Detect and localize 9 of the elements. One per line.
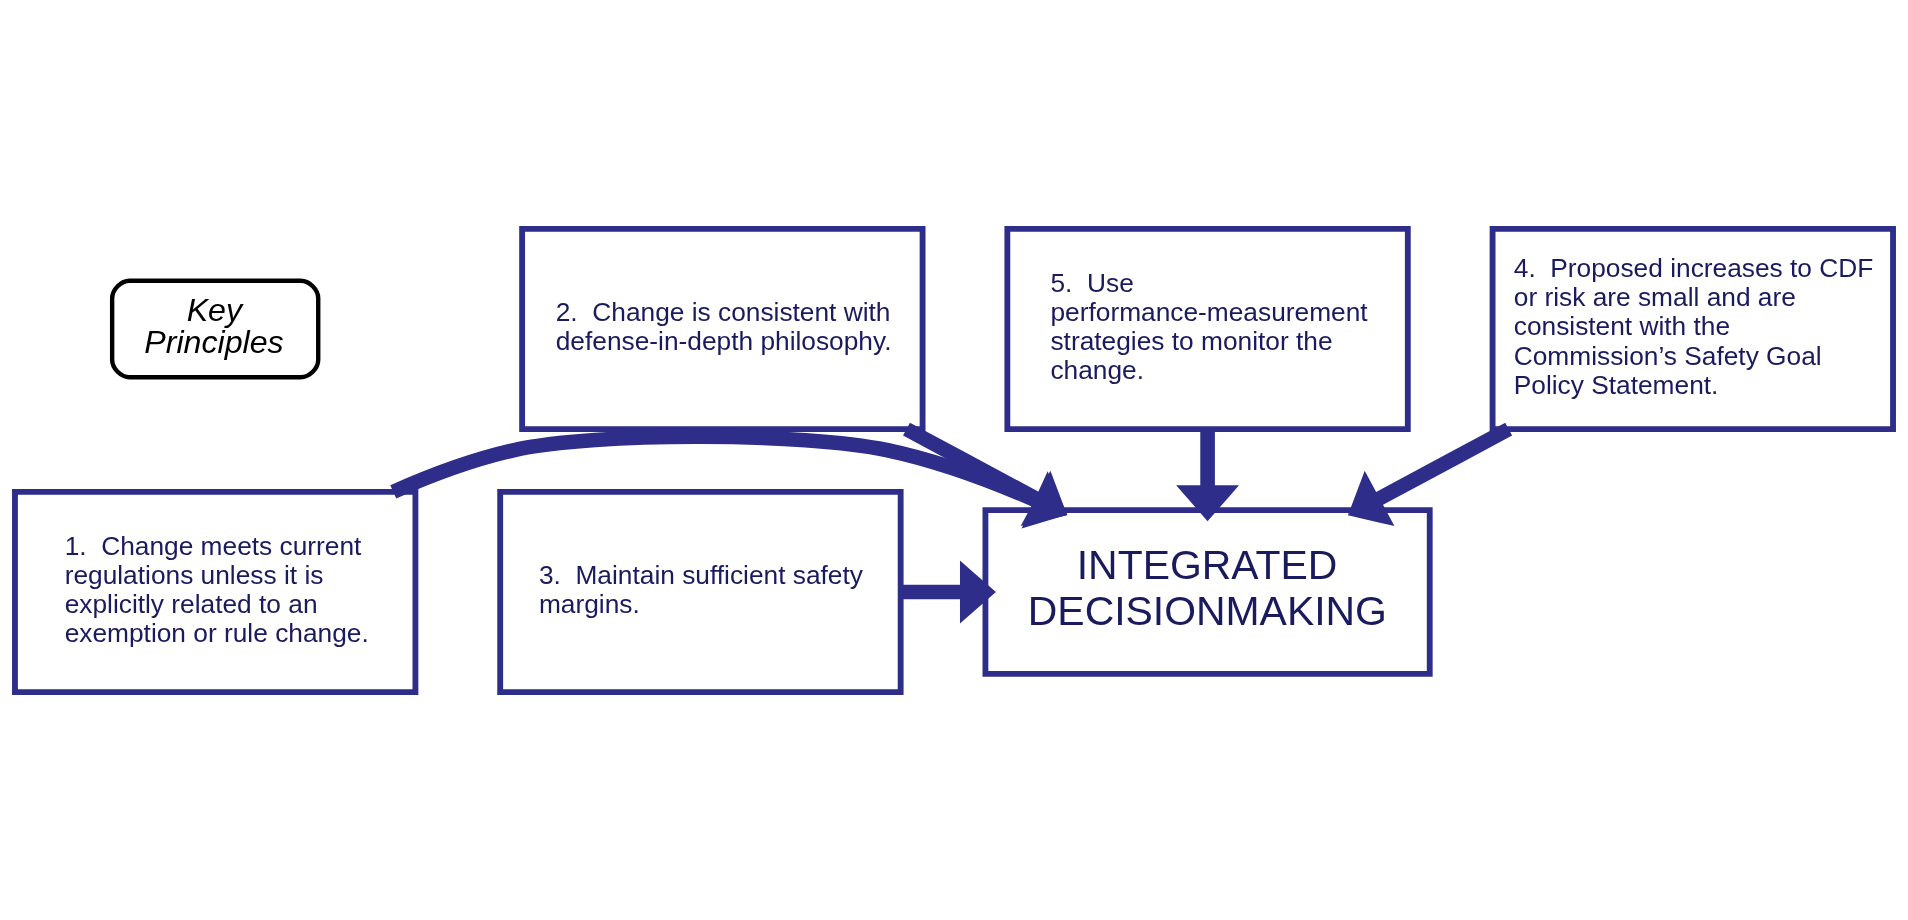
node-box: 4. Proposed increases to CDF or risk are small and are consistent with the Commission’s Safety Goal Policy Statement. [1489,225,1896,432]
node-box: 1. Change meets current regulations unless it is explicitly related to an exemption or rule change. [12,488,419,695]
arrow [1347,422,1513,526]
node-box: 3. Maintain sufficient safety margins. [497,488,904,695]
node-box: Key Principles [109,278,321,379]
arrow [901,560,996,623]
node-box: 2. Change is consistent with defense-in-depth philosophy. [519,225,926,432]
node-box: INTEGRATED DECISIONMAKING [982,506,1433,677]
node-box: 5. Use performance-measurement strategies to monitor the change. [1004,225,1411,432]
